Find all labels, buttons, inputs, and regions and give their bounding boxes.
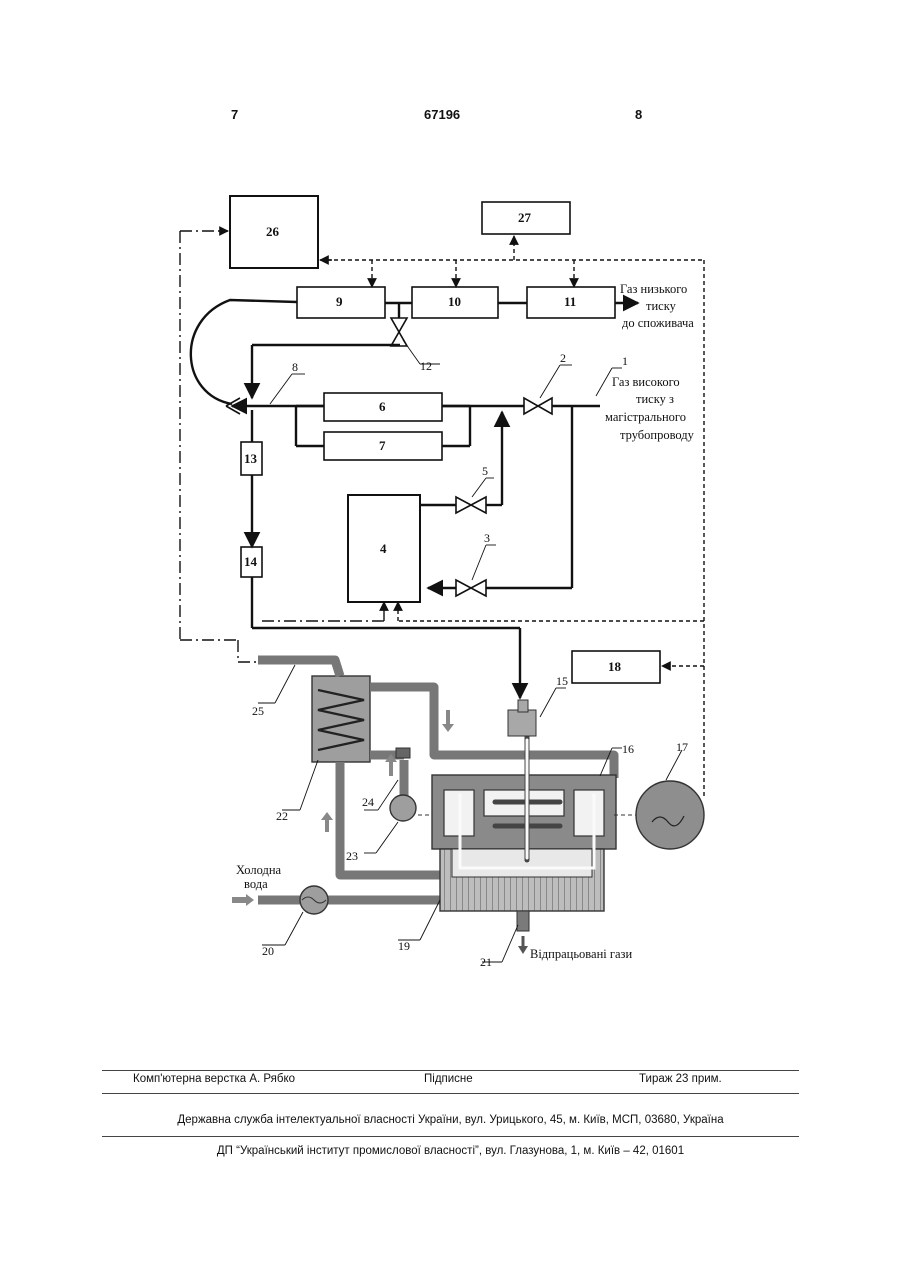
label-15: 15 — [556, 674, 568, 688]
footer-rule-1 — [102, 1070, 799, 1071]
footer-credit: Комп'ютерна верстка А. Рябко — [133, 1073, 295, 1085]
label-5: 5 — [482, 464, 488, 478]
caption-low-3: до споживача — [622, 316, 694, 330]
regulator-15 — [508, 710, 536, 736]
label-18: 18 — [608, 659, 622, 674]
valve-24 — [396, 748, 410, 758]
footer-rule-3 — [102, 1136, 799, 1137]
label-1: 1 — [622, 354, 628, 368]
label-17: 17 — [676, 740, 688, 754]
caption-exhaust: Відпрацьовані гази — [530, 947, 632, 961]
footer-print-run: Тираж 23 прим. — [639, 1073, 722, 1085]
label-25: 25 — [252, 704, 264, 718]
label-7: 7 — [379, 438, 386, 453]
label-3: 3 — [484, 531, 490, 545]
label-14: 14 — [244, 554, 258, 569]
label-21: 21 — [480, 955, 492, 969]
label-10: 10 — [448, 294, 461, 309]
label-6: 6 — [379, 399, 386, 414]
caption-low-1: Газ низького — [620, 282, 687, 296]
label-22: 22 — [276, 809, 288, 823]
label-26: 26 — [266, 224, 280, 239]
exhaust-21 — [517, 911, 529, 931]
label-13: 13 — [244, 451, 258, 466]
caption-water-1: Холодна — [236, 863, 282, 877]
caption-low-2: тиску — [646, 299, 677, 313]
caption-high-2: тиску з — [636, 392, 674, 406]
footer-signed: Підписне — [424, 1073, 473, 1085]
label-11: 11 — [564, 294, 576, 309]
generator-17 — [636, 781, 704, 849]
valves — [391, 318, 552, 596]
footer-rule-2 — [102, 1093, 799, 1094]
caption-high-3: магістрального — [605, 410, 686, 424]
caption-high-1: Газ високого — [612, 375, 680, 389]
label-4: 4 — [380, 541, 387, 556]
footer-institute-address: ДП “Український інститут промислової вла… — [0, 1145, 901, 1157]
pump-23 — [390, 795, 416, 821]
footer-office-address: Державна служба інтелектуальної власност… — [0, 1114, 901, 1126]
label-16: 16 — [622, 742, 634, 756]
engine-unit — [232, 660, 704, 962]
label-2: 2 — [560, 351, 566, 365]
label-27: 27 — [518, 210, 532, 225]
label-8: 8 — [292, 360, 298, 374]
caption-high-4: трубопроводу — [620, 428, 695, 442]
label-19: 19 — [398, 939, 410, 953]
label-24: 24 — [362, 795, 374, 809]
label-20: 20 — [262, 944, 274, 958]
label-23: 23 — [346, 849, 358, 863]
caption-water-2: вода — [244, 877, 268, 891]
label-12: 12 — [420, 359, 432, 373]
label-9: 9 — [336, 294, 343, 309]
